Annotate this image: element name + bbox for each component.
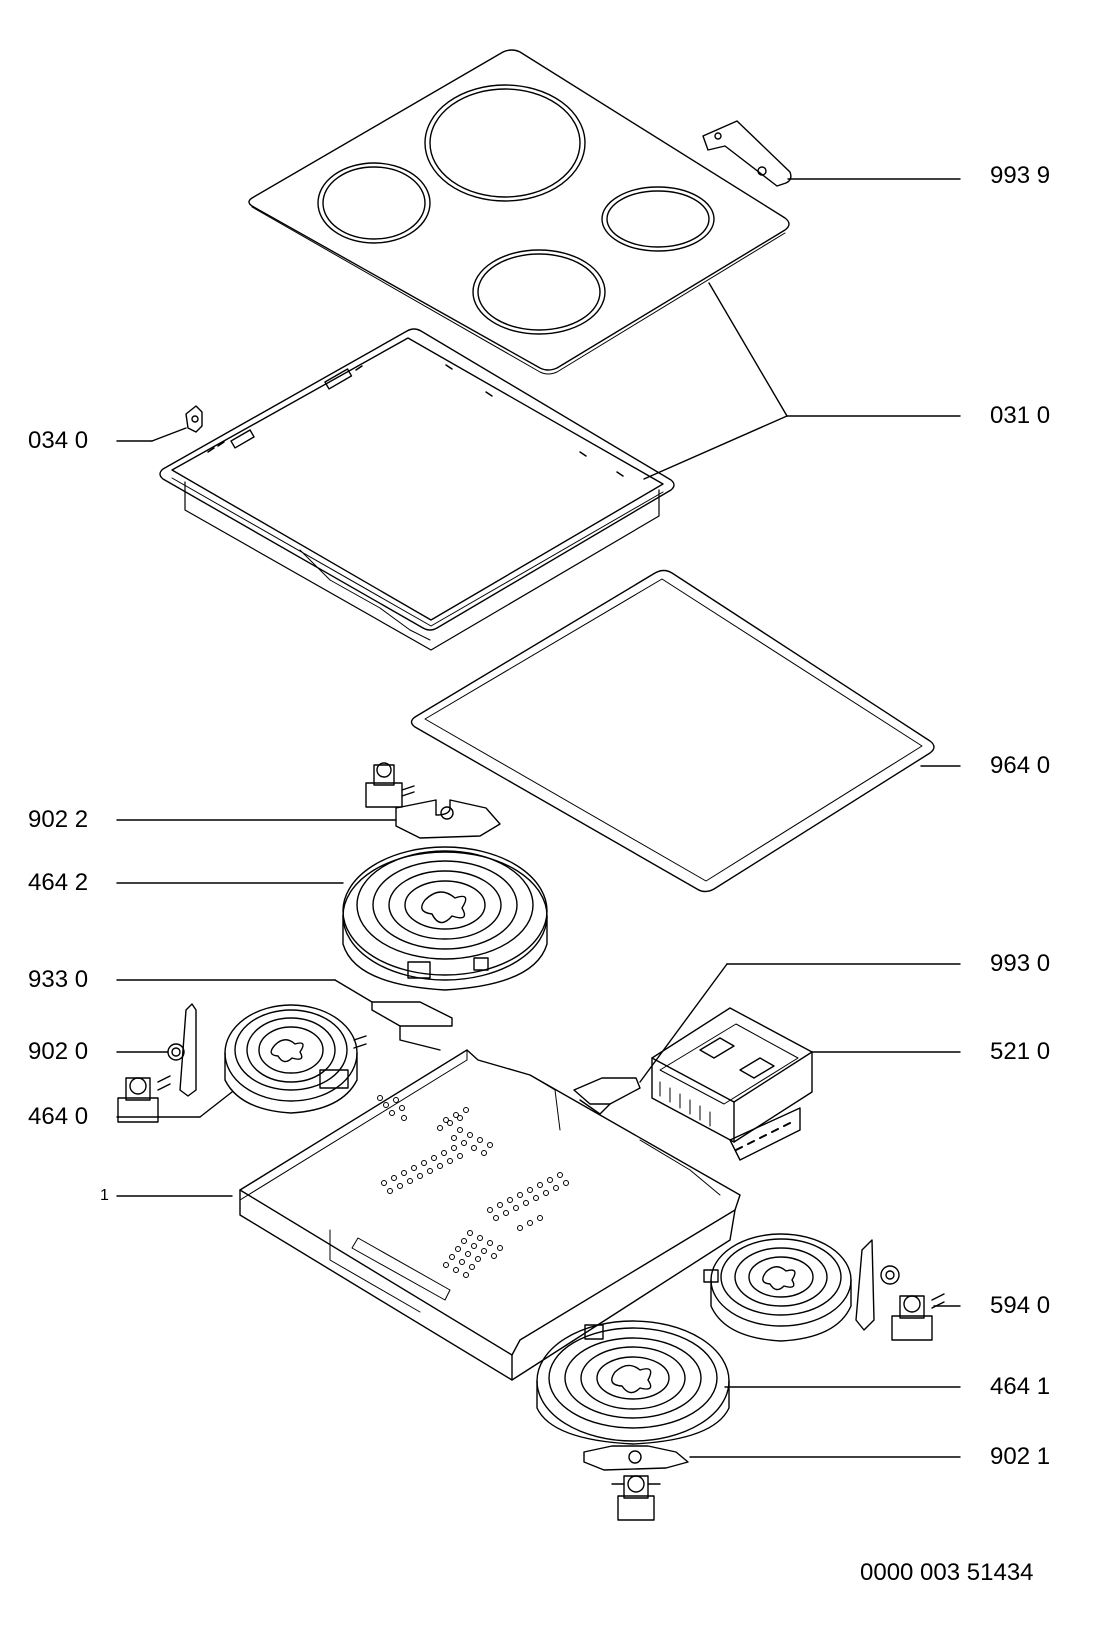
vent-pattern (377, 1095, 569, 1278)
mounting-bracket-9021 (583, 1445, 689, 1471)
part-label-9022: 902 2 (28, 806, 89, 833)
part-label-5940: 594 0 (990, 1292, 1051, 1319)
heating-element-4640 (224, 1004, 367, 1114)
part-label-4641: 464 1 (990, 1373, 1051, 1400)
energy-regulator-left (117, 1075, 171, 1123)
control-module-5210 (651, 1007, 813, 1161)
heating-element-4641 (536, 1320, 730, 1445)
leader-9330 (334, 979, 373, 1003)
leader-0310-a (643, 415, 788, 480)
burner-ring-left (317, 162, 431, 244)
heating-element-5940 (703, 1233, 852, 1342)
seal-gasket (410, 569, 935, 893)
bracket-part-0340 (185, 405, 203, 433)
document-id: 0000 003 51434 (860, 1559, 1034, 1586)
burner-ring-front (472, 249, 606, 335)
glass-cooktop (248, 49, 790, 375)
energy-regulator-bottom (611, 1475, 661, 1521)
part-label-9021: 902 1 (990, 1443, 1051, 1470)
cooktop-frame (159, 328, 675, 651)
part-label-0340: 034 0 (28, 427, 89, 454)
part-label-4642: 464 2 (28, 869, 89, 896)
mounting-bracket-9020 (167, 1003, 197, 1097)
part-label-1: 1 (100, 1187, 109, 1204)
part-label-4640: 464 0 (28, 1103, 89, 1130)
clip-part-9939 (702, 120, 792, 187)
part-label-9640: 964 0 (990, 752, 1051, 779)
mounting-bracket-5940 (855, 1239, 900, 1331)
part-label-9330: 933 0 (28, 966, 89, 993)
leader-0310-b (708, 282, 788, 417)
base-tray (239, 1049, 741, 1381)
energy-regulator-top (365, 762, 415, 808)
temperature-limiter-9330 (371, 1001, 453, 1051)
part-label-9020: 902 0 (28, 1038, 89, 1065)
clip-part-9930 (573, 1077, 641, 1115)
part-label-9939: 993 9 (990, 162, 1051, 189)
part-label-9930: 993 0 (990, 950, 1051, 977)
energy-regulator-right (891, 1293, 945, 1341)
leader-0340 (151, 427, 187, 442)
part-label-0310: 031 0 (990, 402, 1051, 429)
leader-4640 (199, 1091, 233, 1118)
leader-9930-d (639, 963, 728, 1083)
burner-ring-right (601, 186, 715, 252)
heating-element-4642 (342, 846, 548, 991)
part-label-5210: 521 0 (990, 1038, 1051, 1065)
burner-ring-large (424, 84, 586, 202)
mounting-bracket-9022 (395, 799, 501, 839)
